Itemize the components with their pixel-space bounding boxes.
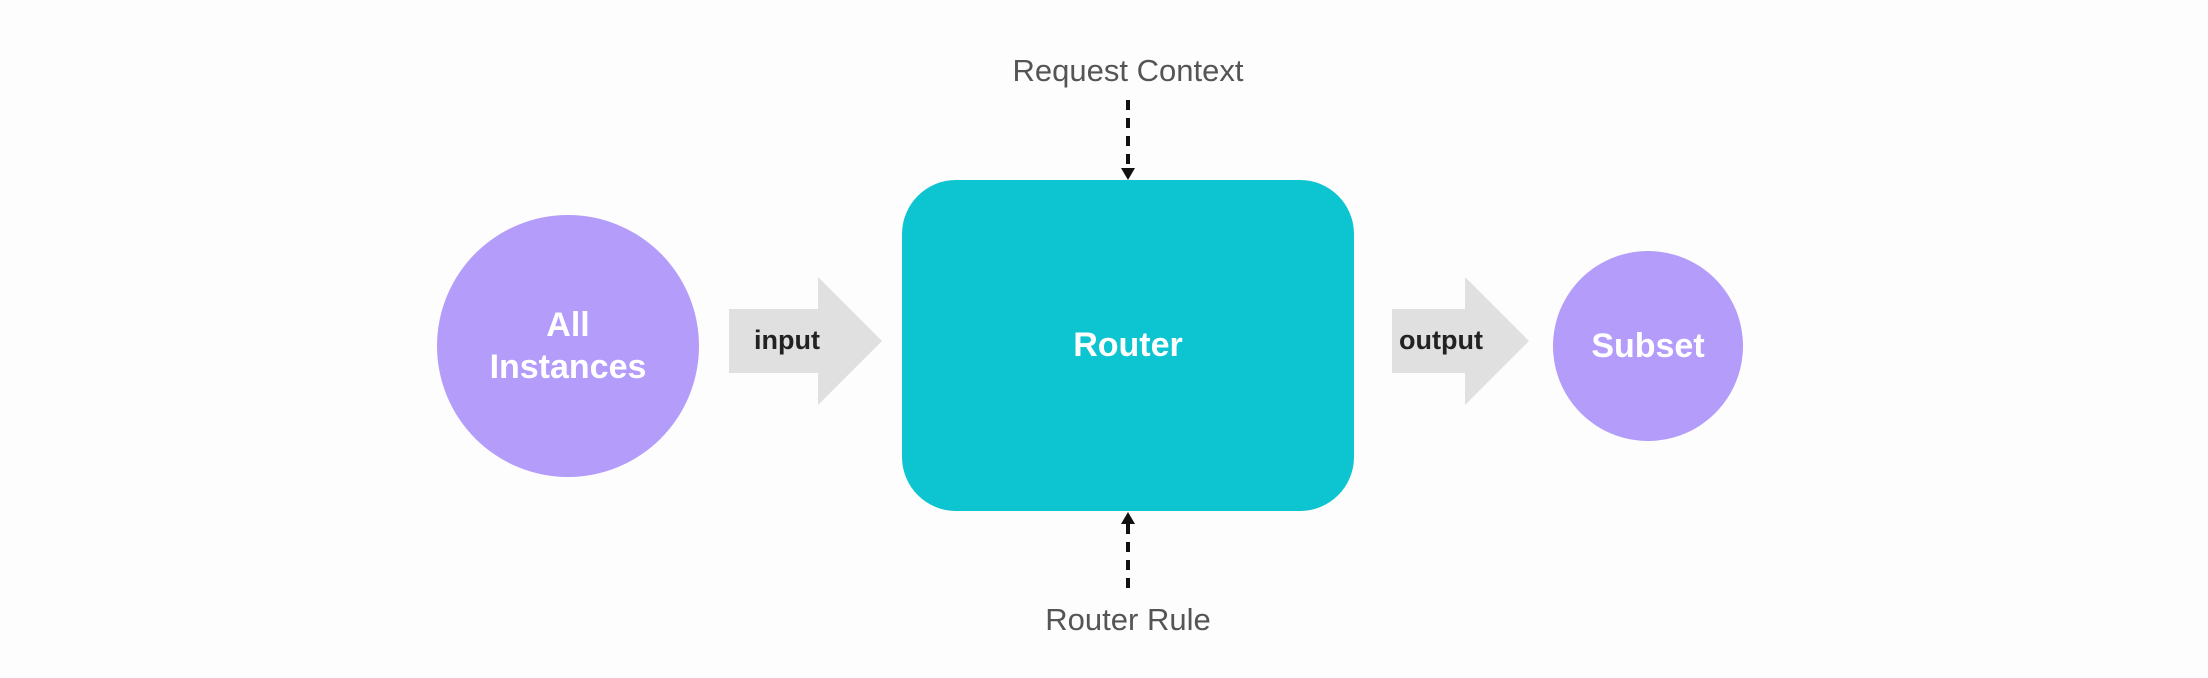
output-arrow-shape: [1392, 277, 1529, 405]
all-instances-label: All Instances: [489, 306, 647, 386]
input-arrow-shape: [729, 277, 882, 405]
router-rule-label: Router Rule: [1045, 602, 1211, 637]
subset-node: Subset: [1553, 251, 1743, 441]
subset-label: Subset: [1591, 326, 1705, 365]
router-label: Router: [1073, 326, 1183, 364]
request-context-arrowhead: [1121, 168, 1135, 180]
output-arrow-label: output: [1399, 325, 1483, 355]
input-arrow-label: input: [754, 325, 820, 355]
request-context-label: Request Context: [1012, 53, 1244, 88]
all-instances-node: All Instances: [437, 215, 699, 477]
router-node: Router: [902, 180, 1354, 511]
router-rule-arrowhead: [1121, 512, 1135, 524]
